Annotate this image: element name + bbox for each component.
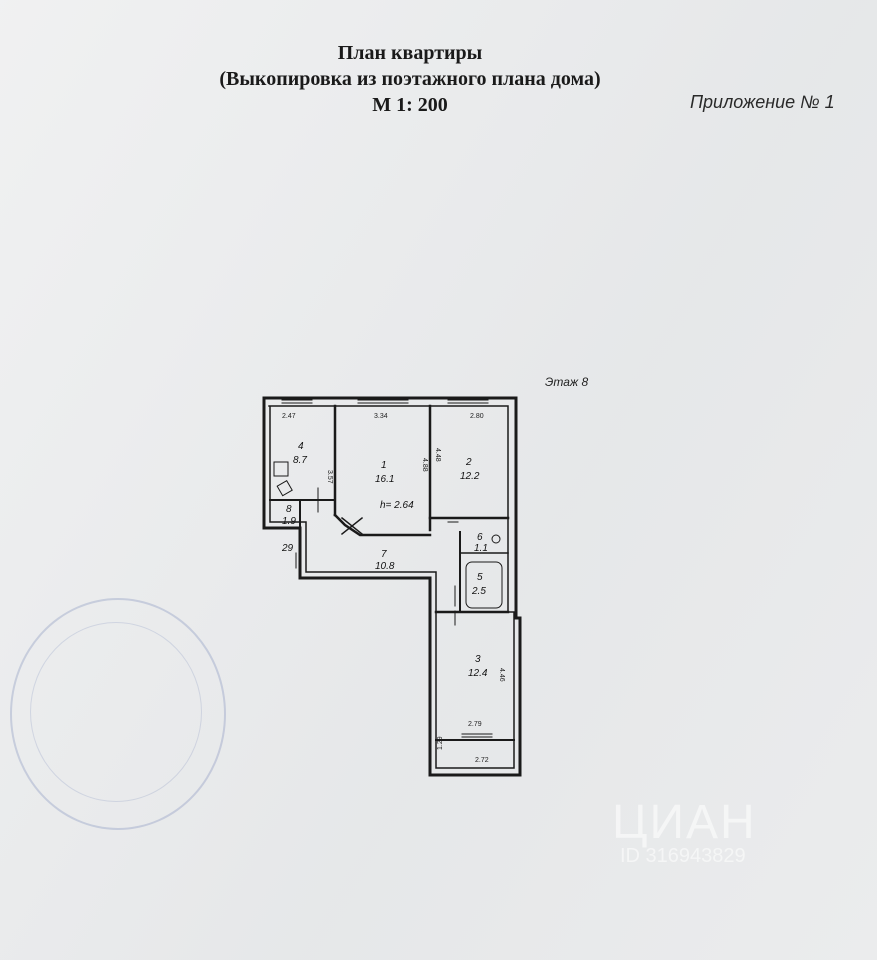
watermark-id: ID 316943829 xyxy=(620,845,746,867)
plan-header: План квартиры (Выкопировка из поэтажного… xyxy=(150,40,670,118)
outer-wall-inner-line xyxy=(268,405,515,769)
window-top-kitchen xyxy=(281,399,313,404)
room-area-1: 16.1 xyxy=(375,474,394,485)
dim-room1-side: 4.88 xyxy=(421,458,428,472)
plan-title: План квартиры xyxy=(337,42,483,64)
hall-cross-b xyxy=(340,516,364,536)
room-area-2: 12.2 xyxy=(460,471,480,482)
washbasin xyxy=(491,534,501,544)
bathtub xyxy=(465,561,503,609)
room-area-6: 1.1 xyxy=(474,543,488,554)
watermark-logo: ЦИАН xyxy=(612,796,757,849)
room-number-8: 8 xyxy=(286,504,292,515)
dim-top-mid: 3.34 xyxy=(374,413,388,420)
wall-room1-bottom xyxy=(333,513,432,537)
floor-label: Этаж 8 xyxy=(545,375,589,389)
room-number-4: 4 xyxy=(298,441,304,452)
room-number-7: 7 xyxy=(381,549,387,560)
window-balcony xyxy=(461,733,493,738)
dim-top-right: 2.80 xyxy=(470,413,484,420)
room-area-4: 8.7 xyxy=(293,455,307,466)
room-number-3: 3 xyxy=(475,654,481,665)
room-area-8: 1.9 xyxy=(282,516,296,527)
plan-scale: М 1: 200 xyxy=(372,94,448,116)
room-number-6: 6 xyxy=(477,532,483,543)
appendix-label: Приложение № 1 xyxy=(690,92,835,112)
room-area-5: 2.5 xyxy=(471,586,486,597)
dim-room2-side: 4.48 xyxy=(434,448,441,462)
window-top-room1 xyxy=(357,399,409,404)
dim-kitchen-side: 3.57 xyxy=(326,470,333,484)
dim-corridor-mark: 29 xyxy=(281,543,294,554)
dim-balcony-width: 2.72 xyxy=(475,757,489,764)
dim-room3-side: 4.46 xyxy=(498,668,505,682)
dim-bottom-inner: 2.79 xyxy=(468,721,482,728)
room-number-1: 1 xyxy=(381,460,387,471)
dim-top-left: 2.47 xyxy=(282,413,296,420)
room-area-3: 12.4 xyxy=(468,668,488,679)
room-area-7: 10.8 xyxy=(375,561,395,572)
plan-subtitle: (Выкопировка из поэтажного плана дома) xyxy=(219,68,601,90)
dim-balcony-side: 1.29 xyxy=(437,736,444,750)
stamp-outer-ring xyxy=(10,598,226,830)
kitchen-sink xyxy=(276,479,293,497)
kitchen-stove xyxy=(273,461,289,477)
room-number-5: 5 xyxy=(477,572,483,583)
outer-wall-upper xyxy=(262,396,522,777)
room-number-2: 2 xyxy=(465,457,472,468)
ceiling-height: h= 2.64 xyxy=(380,500,414,511)
stamp-inner-ring xyxy=(30,622,202,802)
window-top-room2 xyxy=(447,399,489,404)
